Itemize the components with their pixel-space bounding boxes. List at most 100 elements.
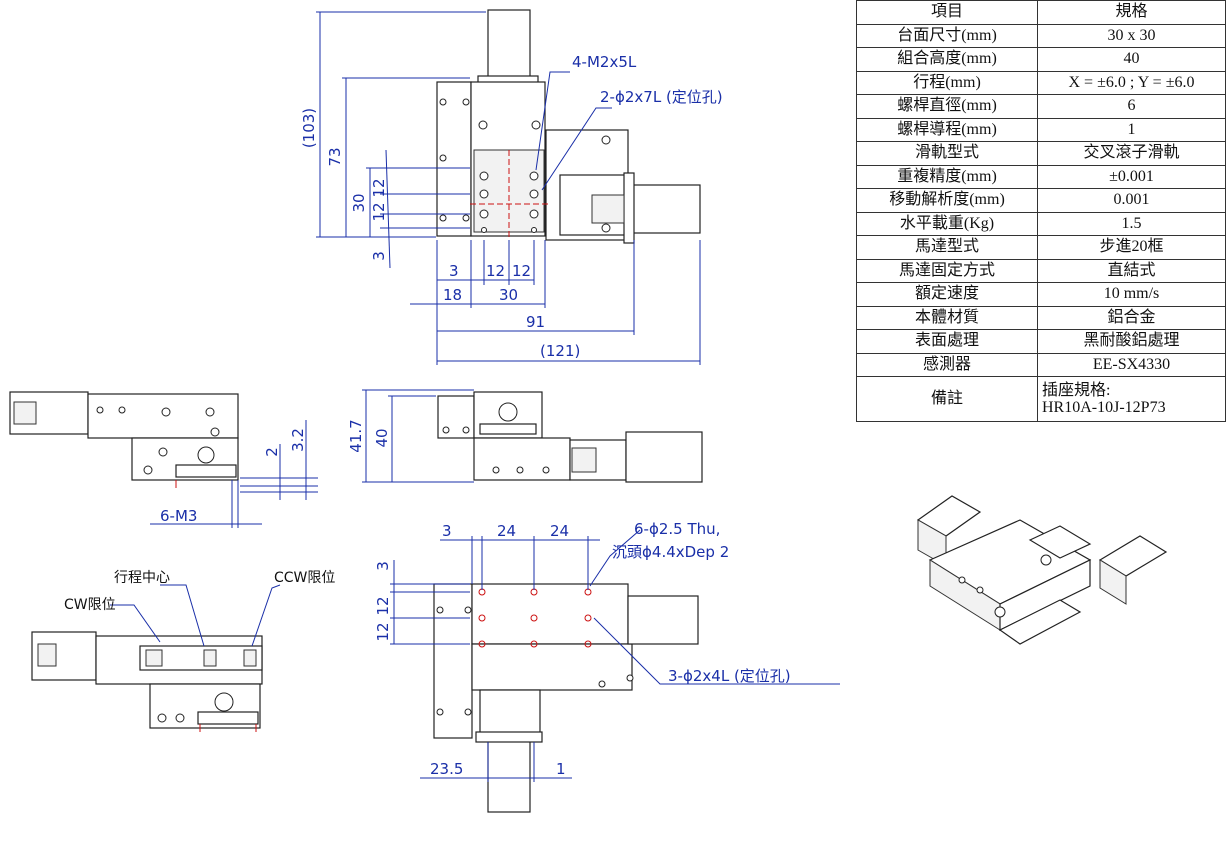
- callout-thru-2: 沉頭ϕ4.4xDep 2: [612, 543, 729, 561]
- spec-header-spec: 規格: [1037, 0, 1226, 25]
- spec-value: 黑耐酸鋁處理: [1037, 329, 1226, 354]
- label-stroke-center: 行程中心: [114, 570, 170, 586]
- spec-item: 馬達固定方式: [856, 258, 1038, 283]
- dim-bv-3v: 3: [374, 561, 392, 571]
- spec-header-row: 項目 規格: [856, 0, 1226, 25]
- dim-23-5: 23.5: [430, 760, 463, 778]
- spec-value: 6: [1037, 94, 1226, 119]
- spec-item: 台面尺寸(mm): [856, 23, 1038, 48]
- top-view-labels: 4-M2x5L 2-ϕ2x7L (定位孔) (103) 73 30 12 12 …: [300, 53, 723, 360]
- spec-table: 項目 規格 台面尺寸(mm)30 x 30 組合高度(mm)40 行程(mm)X…: [856, 0, 1226, 422]
- spec-value: ±0.001: [1037, 164, 1226, 189]
- dim-40: 40: [373, 428, 391, 447]
- dim-bv-12b: 12: [374, 622, 392, 641]
- spec-item: 水平載重(Kg): [856, 211, 1038, 236]
- callout-m3: 6-M3: [160, 507, 197, 525]
- dim-121: (121): [540, 342, 580, 360]
- spec-note-item: 備註: [856, 376, 1038, 422]
- spec-row: 重複精度(mm)±0.001: [856, 164, 1226, 189]
- spec-item: 本體材質: [856, 305, 1038, 330]
- spec-row: 螺桿直徑(mm)6: [856, 94, 1226, 119]
- spec-row: 螺桿導程(mm)1: [856, 117, 1226, 142]
- spec-row: 馬達型式步進20框: [856, 235, 1226, 260]
- spec-value: 0.001: [1037, 188, 1226, 213]
- dim-18: 18: [443, 286, 462, 304]
- spec-value: 步進20框: [1037, 235, 1226, 260]
- callout-thru-1: 6-ϕ2.5 Thu,: [634, 520, 720, 538]
- dim-30: 30: [350, 193, 368, 212]
- bottom-view: [390, 529, 840, 813]
- dim-bv-24a: 24: [497, 522, 516, 540]
- spec-row: 本體材質鋁合金: [856, 305, 1226, 330]
- spec-value: 1: [1037, 117, 1226, 142]
- spec-item: 螺桿導程(mm): [856, 117, 1038, 142]
- spec-item: 馬達型式: [856, 235, 1038, 260]
- dim-3h: 3: [449, 262, 459, 280]
- side-view-left: [9, 391, 318, 528]
- dim-2: 2: [263, 447, 281, 457]
- spec-value: 交叉滾子滑軌: [1037, 141, 1226, 166]
- dim-103: (103): [300, 108, 318, 148]
- callout-bv-pin: 3-ϕ2x4L (定位孔): [668, 667, 791, 685]
- label-cw-limit: CW限位: [64, 597, 116, 613]
- dim-1: 1: [556, 760, 566, 778]
- dim-30h: 30: [499, 286, 518, 304]
- dim-12c: 12: [486, 262, 505, 280]
- spec-row: 滑軌型式交叉滾子滑軌: [856, 141, 1226, 166]
- spec-row: 行程(mm)X = ±6.0 ; Y = ±6.0: [856, 70, 1226, 95]
- dim-12d: 12: [512, 262, 531, 280]
- spec-item: 組合高度(mm): [856, 47, 1038, 72]
- dim-91: 91: [526, 313, 545, 331]
- label-ccw-limit: CCW限位: [274, 570, 335, 586]
- spec-row: 組合高度(mm)40: [856, 47, 1226, 72]
- dim-12a: 12: [370, 178, 388, 197]
- spec-value: 10 mm/s: [1037, 282, 1226, 307]
- spec-value: 鋁合金: [1037, 305, 1226, 330]
- side-view-mid: [362, 389, 703, 483]
- spec-value: 直結式: [1037, 258, 1226, 283]
- dim-bv-12a: 12: [374, 596, 392, 615]
- spec-row: 表面處理黑耐酸鋁處理: [856, 329, 1226, 354]
- callout-pin: 2-ϕ2x7L (定位孔): [600, 88, 723, 106]
- sensor-view: [31, 584, 281, 732]
- top-view: [316, 9, 701, 365]
- sensor-view-labels: CW限位 行程中心 CCW限位: [64, 570, 335, 613]
- dim-41-7: 41.7: [347, 419, 365, 452]
- spec-note-value: 插座規格: HR10A-10J-12P73: [1037, 376, 1226, 422]
- side-view-left-labels: 2 3.2 6-M3: [160, 428, 307, 525]
- spec-row: 移動解析度(mm)0.001: [856, 188, 1226, 213]
- spec-value: EE-SX4330: [1037, 352, 1226, 377]
- spec-value: 40: [1037, 47, 1226, 72]
- spec-item: 額定速度: [856, 282, 1038, 307]
- dim-3-2: 3.2: [289, 428, 307, 452]
- side-view-mid-labels: 41.7 40: [347, 419, 391, 452]
- bottom-view-labels: 3 24 24 3 12 12 6-ϕ2.5 Thu, 沉頭ϕ4.4xDep 2…: [374, 520, 791, 778]
- spec-item: 螺桿直徑(mm): [856, 94, 1038, 119]
- dim-3v: 3: [370, 251, 388, 261]
- spec-value: X = ±6.0 ; Y = ±6.0: [1037, 70, 1226, 95]
- spec-value: 30 x 30: [1037, 23, 1226, 48]
- dim-12b: 12: [370, 202, 388, 221]
- dim-bv-3: 3: [442, 522, 452, 540]
- spec-header-item: 項目: [856, 0, 1038, 25]
- spec-item: 重複精度(mm): [856, 164, 1038, 189]
- spec-row: 台面尺寸(mm)30 x 30: [856, 23, 1226, 48]
- spec-note-line2: HR10A-10J-12P73: [1042, 399, 1166, 416]
- spec-item: 移動解析度(mm): [856, 188, 1038, 213]
- isometric-view: [916, 495, 1168, 645]
- dim-73: 73: [326, 147, 344, 166]
- callout-tap: 4-M2x5L: [572, 53, 637, 71]
- spec-item: 行程(mm): [856, 70, 1038, 95]
- spec-item: 滑軌型式: [856, 141, 1038, 166]
- spec-note-line1: 插座規格:: [1042, 382, 1111, 399]
- spec-row: 馬達固定方式直結式: [856, 258, 1226, 283]
- spec-value: 1.5: [1037, 211, 1226, 236]
- dim-bv-24b: 24: [550, 522, 569, 540]
- spec-item: 感測器: [856, 352, 1038, 377]
- spec-note-row: 備註 插座規格: HR10A-10J-12P73: [856, 376, 1226, 422]
- spec-row: 水平載重(Kg)1.5: [856, 211, 1226, 236]
- spec-item: 表面處理: [856, 329, 1038, 354]
